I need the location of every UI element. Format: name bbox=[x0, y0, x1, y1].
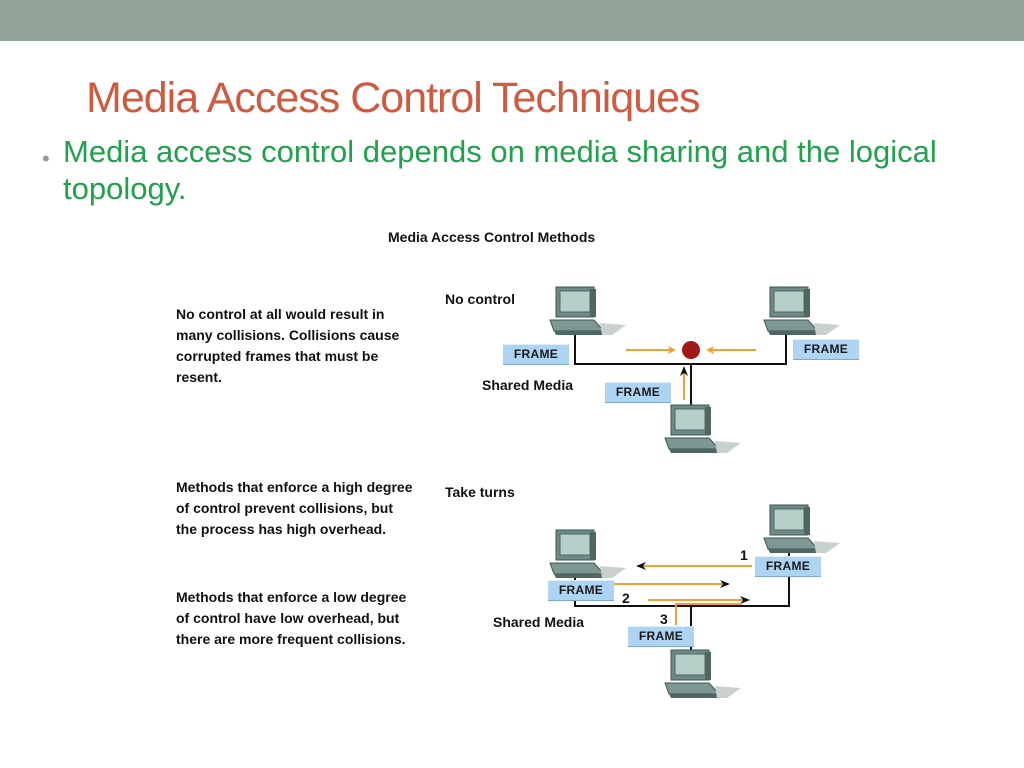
no-control-label: No control bbox=[445, 291, 515, 307]
frame-tag: FRAME bbox=[548, 580, 614, 601]
computer-icon bbox=[763, 504, 841, 554]
shared-media-label: Shared Media bbox=[482, 377, 574, 393]
frame-tag: FRAME bbox=[605, 382, 671, 403]
bullet-icon: • bbox=[42, 146, 50, 171]
bullet-text: Media access control depends on media sh… bbox=[63, 134, 937, 206]
computer-icon bbox=[549, 529, 627, 579]
slide-title: Media Access Control Techniques bbox=[86, 74, 701, 122]
description-low-control: Methods that enforce a low degree of con… bbox=[176, 589, 407, 647]
frame-tag: FRAME bbox=[628, 626, 694, 647]
figure-title: Media Access Control Methods bbox=[388, 229, 596, 245]
computer-icon bbox=[664, 649, 742, 699]
frame-tag: FRAME bbox=[503, 344, 569, 365]
description-high-control: Methods that enforce a high degree of co… bbox=[176, 479, 413, 537]
take-turns-scene bbox=[549, 504, 841, 699]
frame-tag: FRAME bbox=[793, 339, 859, 360]
take-turns-label: Take turns bbox=[445, 484, 515, 500]
shared-media-wire bbox=[574, 324, 787, 365]
frame-tag: FRAME bbox=[755, 556, 821, 577]
top-bar bbox=[0, 0, 1024, 41]
no-control-scene bbox=[549, 286, 841, 454]
step-number: 1 bbox=[740, 547, 748, 563]
frame-arrow bbox=[675, 603, 742, 625]
step-number: 2 bbox=[622, 590, 630, 606]
computer-icon bbox=[763, 286, 841, 336]
computer-icon bbox=[664, 404, 742, 454]
description-no-control: No control at all would result in many c… bbox=[176, 306, 400, 385]
step-number: 3 bbox=[660, 611, 668, 627]
shared-media-label: Shared Media bbox=[493, 614, 585, 630]
computer-icon bbox=[549, 286, 627, 336]
collision-icon bbox=[682, 341, 700, 359]
